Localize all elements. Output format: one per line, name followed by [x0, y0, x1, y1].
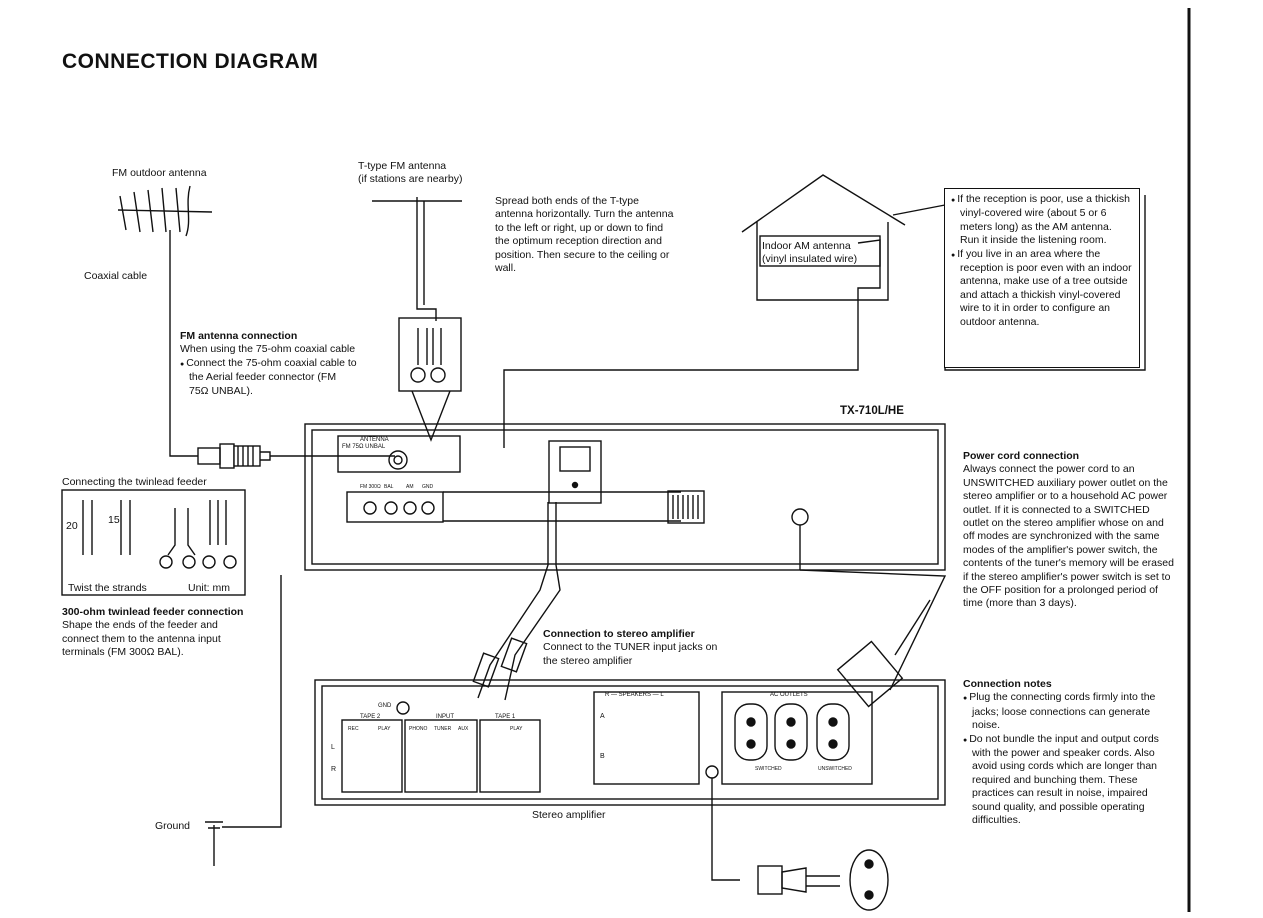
amp-ac-outlets-label: AC OUTLETS	[770, 692, 808, 698]
am-note: If you live in an area where the recepti…	[951, 248, 1133, 329]
amp-switched-label: SWITCHED	[755, 766, 782, 772]
audio-cable	[477, 502, 561, 701]
twinlead-steps-icon	[61, 489, 246, 596]
amp-rec-label: REC	[348, 726, 359, 732]
label-ttype-antenna: T-type FM antenna	[358, 160, 447, 172]
fm-outdoor-antenna-icon	[117, 185, 213, 288]
amp-tuner-label: TUNER	[434, 726, 452, 732]
stereo-amp-connection: Connection to stereo amplifier Connect t…	[543, 628, 728, 668]
coaxial-connector	[197, 443, 395, 469]
label-vinyl-wire: (vinyl insulated wire)	[762, 253, 858, 265]
tuner-power-cord	[799, 525, 947, 691]
amp-unswitched-label: UNSWITCHED	[818, 766, 852, 772]
am-antenna-notes: If the reception is poor, use a thickish…	[944, 188, 1140, 368]
t-type-antenna	[372, 197, 462, 442]
tuner-rear-panel	[304, 423, 946, 571]
amp-gnd-label: GND	[378, 703, 392, 709]
label-stereo-amplifier: Stereo amplifier	[532, 809, 606, 821]
power-cord-connection: Power cord connection Always connect the…	[963, 450, 1175, 611]
amp-tape2-label: TAPE 2	[360, 714, 381, 720]
fm-connection-heading: FM antenna connection	[180, 330, 298, 342]
connection-note: Plug the connecting cords firmly into th…	[963, 691, 1175, 732]
stereo-connection-text: Connect to the TUNER input jacks on the …	[543, 641, 718, 667]
ground-icon	[205, 821, 223, 866]
spread-instructions: Spread both ends of the T-type antenna h…	[495, 195, 674, 275]
twinlead-text: Shape the ends of the feeder and connect…	[62, 619, 221, 659]
amp-phono-label: PHONO	[409, 726, 428, 732]
connection-note: Do not bundle the input and output cords…	[963, 733, 1175, 828]
label-fm-outdoor-antenna: FM outdoor antenna	[112, 167, 207, 179]
stereo-connection-heading: Connection to stereo amplifier	[543, 628, 695, 640]
amp-aux-label: AUX	[458, 726, 469, 732]
amp-channel-r-label: R	[331, 766, 337, 773]
label-dim-20: 20	[66, 520, 78, 532]
tuner-antenna-label: ANTENNA	[360, 437, 389, 443]
label-ttype-note: (if stations are nearby)	[358, 173, 463, 185]
power-text: Always connect the power cord to an UNSW…	[963, 463, 1174, 610]
fm-antenna-connection: FM antenna connection When using the 75-…	[180, 330, 358, 398]
label-coaxial-cable: Coaxial cable	[84, 270, 148, 282]
tuner-terminal-label: GND	[422, 484, 434, 490]
tuner-terminal-label: FM 300Ω	[360, 484, 381, 490]
label-model: TX-710L/HE	[840, 405, 904, 417]
label-unit: Unit: mm	[188, 582, 230, 594]
amp-input-label: INPUT	[436, 714, 454, 720]
label-twinlead-feeder: Connecting the twinlead feeder	[62, 476, 207, 488]
connection-notes: Connection notes Plug the connecting cor…	[963, 678, 1175, 827]
label-dim-15: 15	[108, 514, 120, 526]
amp-play-button-label: PLAY	[510, 726, 523, 732]
ground-wire	[222, 575, 282, 828]
tuner-fm75-label: FM 75Ω UNBAL	[342, 444, 386, 450]
wall-plug-icon	[757, 849, 889, 911]
power-heading: Power cord connection	[963, 450, 1080, 462]
tuner-terminal-label: AM	[406, 484, 414, 490]
power-plug-icon	[836, 599, 931, 708]
house-icon	[503, 174, 946, 448]
coaxial-cable	[169, 288, 198, 457]
fm-connection-intro: When using the 75-ohm coaxial cable	[180, 343, 356, 356]
amp-speaker-b-label: B	[600, 753, 605, 760]
label-ground: Ground	[155, 820, 191, 832]
label-indoor-am: Indoor AM antenna	[762, 240, 851, 252]
amp-play-label: PLAY	[378, 726, 391, 732]
amp-speakers-label: R — SPEAKERS — L	[605, 692, 664, 698]
amp-rear-panel	[314, 679, 946, 881]
page-title: CONNECTION DIAGRAM	[62, 50, 319, 73]
tuner-terminal-label: BAL	[384, 484, 394, 490]
rca-plug-icon	[472, 637, 528, 688]
fm-connection-bullet: Connect the 75-ohm coaxial cable to the …	[180, 357, 358, 398]
am-note: If the reception is poor, use a thickish…	[951, 193, 1133, 248]
twinlead-connection: 300-ohm twinlead feeder connection Shape…	[62, 606, 247, 660]
twinlead-heading: 300-ohm twinlead feeder connection	[62, 606, 244, 618]
amp-speaker-a-label: A	[600, 713, 605, 720]
notes-heading: Connection notes	[963, 678, 1052, 690]
label-twist-strands: Twist the strands	[68, 582, 147, 594]
amp-channel-l-label: L	[331, 744, 335, 751]
amp-tape1-label: TAPE 1	[495, 714, 516, 720]
